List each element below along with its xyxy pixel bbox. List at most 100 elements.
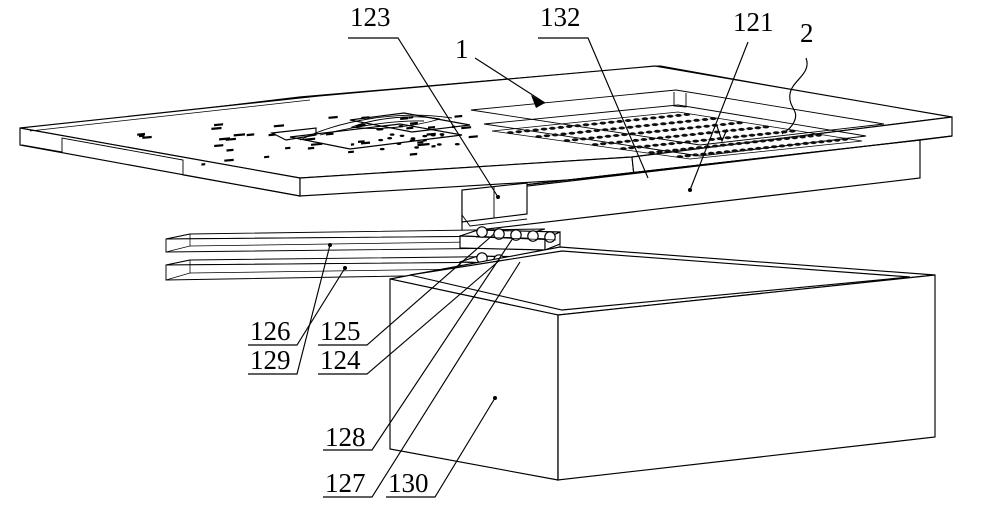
grid-row-line	[647, 134, 823, 154]
reference-label-123: 123	[350, 2, 391, 32]
plate-raised-rib-a	[270, 127, 317, 141]
plate-slot	[246, 133, 255, 137]
plate-slot	[233, 133, 245, 137]
plate-hole	[389, 133, 395, 136]
plate-hole	[414, 146, 419, 149]
support-bracket	[461, 182, 528, 223]
leader-129-dot	[328, 243, 332, 247]
grid-row-line	[562, 122, 744, 142]
plate-slot	[428, 126, 435, 129]
reference-label-126: 126	[250, 316, 291, 346]
reference-label-125: 125	[320, 316, 361, 346]
reference-label-124: 124	[320, 345, 361, 375]
leader-lines	[248, 37, 808, 498]
plate-slot	[285, 146, 291, 150]
reference-label-130: 130	[388, 468, 429, 498]
leader-123	[348, 37, 499, 198]
plate-slot	[273, 124, 284, 128]
leader-127	[323, 261, 521, 498]
plate-slot	[454, 114, 463, 118]
upper-plate-assembly	[19, 65, 953, 197]
plate-slot	[264, 155, 270, 159]
plate-slot	[468, 135, 478, 139]
upper-roller-row	[475, 226, 557, 243]
roller	[510, 229, 522, 241]
reference-label-121: 121	[733, 7, 774, 37]
reference-label-127: 127	[325, 468, 366, 498]
leader-1-arrowhead	[531, 95, 545, 108]
reference-label-2: 2	[800, 18, 814, 48]
plate-oval-boss	[350, 116, 441, 129]
plate-slot	[417, 142, 430, 147]
plate-slot	[307, 146, 315, 150]
plate-hole	[436, 143, 442, 146]
plate-slot	[211, 126, 222, 130]
reference-label-128: 128	[325, 422, 366, 452]
plate-slot	[400, 117, 409, 120]
leader-123-dot	[496, 195, 500, 199]
plate-slot	[214, 144, 224, 148]
leader-2-wavy	[781, 57, 808, 135]
plate-frame-tab	[673, 92, 687, 108]
plate-hole	[379, 147, 385, 151]
upper-plate-inner-offset-line	[29, 99, 311, 132]
plate-slot	[348, 150, 354, 154]
plate-hole	[378, 138, 384, 142]
roller	[544, 231, 556, 243]
grid-row-line	[619, 130, 797, 150]
plate-slot	[406, 126, 414, 130]
plate-hole	[422, 134, 428, 138]
leader-1-arrow-line	[474, 57, 546, 104]
leader-126	[248, 267, 346, 346]
upper-rail-bar-left-cap	[165, 233, 191, 253]
reference-label-132: 132	[540, 2, 581, 32]
leader-132	[538, 37, 649, 179]
leader-121-dot	[688, 188, 692, 192]
plate-slot	[409, 152, 418, 156]
plate-slot	[224, 158, 234, 162]
plate-slot	[461, 126, 472, 130]
leader-121	[689, 41, 749, 191]
plate-inner-frame-lower	[483, 104, 867, 157]
plate-slot	[328, 115, 338, 119]
open-top-tank	[389, 246, 936, 481]
plate-hole	[439, 133, 445, 136]
leader-130	[386, 397, 496, 498]
reference-label-1: 1	[455, 34, 469, 64]
perforated-hole-array	[491, 111, 863, 160]
plate-hole	[399, 134, 405, 137]
plate-large-arc	[299, 114, 453, 141]
grid-row-line	[590, 126, 771, 146]
roller	[527, 230, 539, 242]
leader-128	[323, 237, 514, 451]
plate-slot	[350, 143, 355, 146]
plate-hole	[454, 143, 460, 146]
tank-left-face	[389, 278, 559, 481]
plate-slot	[226, 148, 234, 152]
leader-124	[318, 259, 501, 375]
grid-row-line	[506, 113, 692, 134]
lower-rail-bar-left-cap	[165, 259, 191, 281]
leader-129	[248, 244, 331, 375]
tank-inner-opening	[409, 250, 911, 311]
plate-slot	[417, 141, 424, 144]
grid-row-line	[675, 138, 849, 158]
plate-hole	[387, 137, 393, 140]
plate-slot	[201, 163, 206, 166]
plate-hole	[430, 134, 436, 137]
leader-125	[318, 233, 495, 346]
leader-121-arrow	[716, 125, 728, 143]
plate-slot	[214, 123, 224, 127]
plate-slot	[311, 142, 323, 146]
roller	[476, 226, 488, 238]
plate-hole	[410, 137, 416, 140]
plate-slot	[137, 132, 145, 136]
plate-slot	[361, 141, 370, 145]
support-bracket-lower-step	[461, 214, 528, 227]
reference-label-129: 129	[250, 345, 291, 375]
leader-130-dot	[493, 396, 497, 400]
leader-126-dot	[343, 266, 347, 270]
